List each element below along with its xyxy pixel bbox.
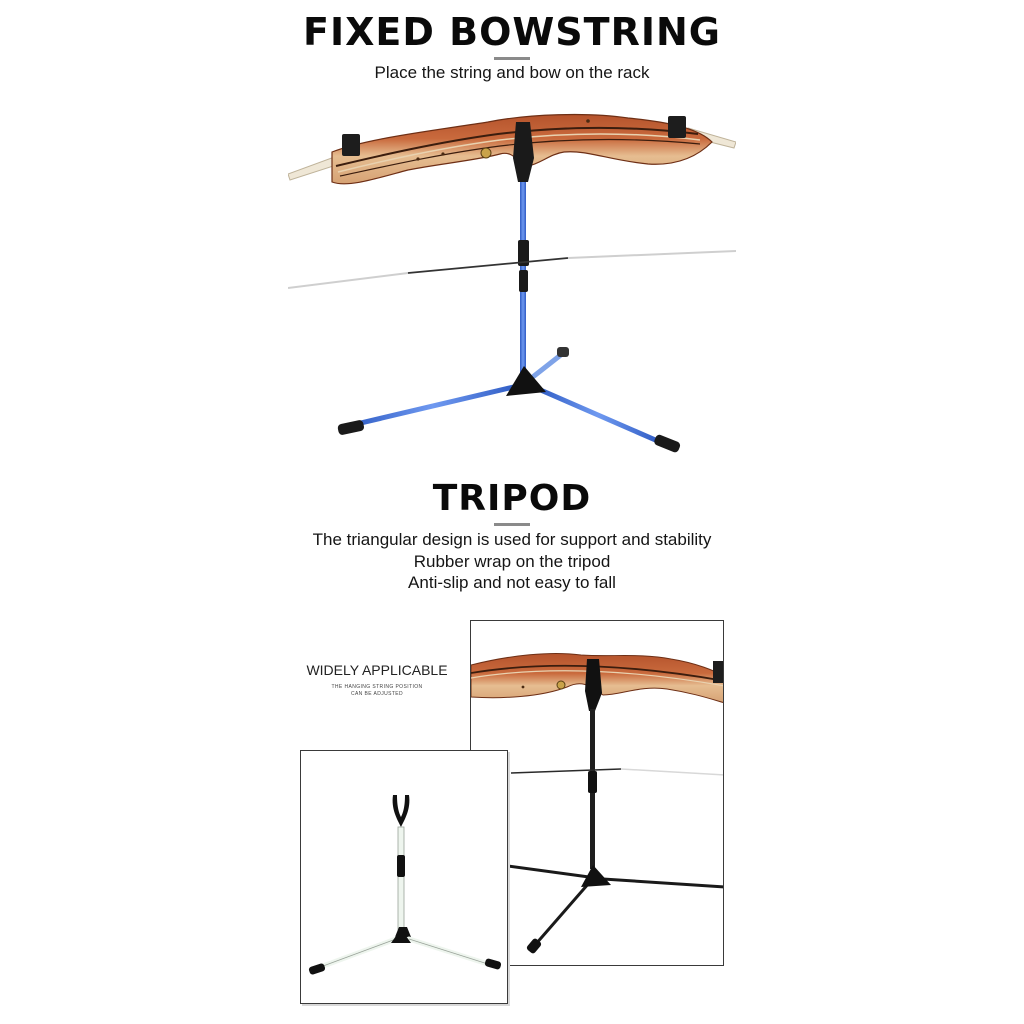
description-line-3: Anti-slip and not easy to fall	[408, 573, 616, 592]
section-title-fixed-bowstring: FIXED BOWSTRING	[303, 10, 721, 54]
bow-on-black-stand-image	[471, 652, 723, 954]
tripod-hub	[506, 366, 546, 396]
description-line-1: The triangular design is used for suppor…	[312, 530, 712, 549]
description-line-2: Rubber wrap on the tripod	[413, 551, 611, 571]
note-line-2: CAN BE ADJUSTED	[350, 691, 404, 697]
white-stand-image	[308, 795, 502, 975]
adjustable-note: THE HANGING STRING POSITION CAN BE ADJUS…	[300, 684, 454, 698]
stand-cradle	[513, 122, 534, 182]
white-stand-photo-frame	[300, 750, 508, 1004]
black-stand-photo-frame	[470, 620, 724, 966]
title-underline-2	[494, 523, 530, 526]
bow-on-blue-stand-image	[288, 113, 736, 453]
section-title-tripod: TRIPOD	[432, 478, 592, 519]
title-underline	[494, 57, 530, 60]
widely-applicable-label: WIDELY APPLICABLE	[306, 662, 448, 678]
tripod-description: The triangular design is used for suppor…	[0, 529, 1024, 594]
note-line-1: THE HANGING STRING POSITION	[331, 684, 423, 690]
section-subtitle: Place the string and bow on the rack	[374, 63, 650, 82]
